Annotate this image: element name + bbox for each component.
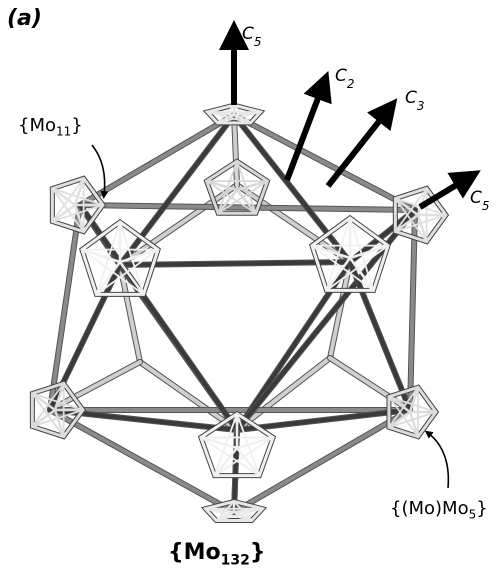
mo11-label: {Mo11} <box>18 115 83 139</box>
back-rod <box>120 185 237 265</box>
c3-axis-label: C3 <box>405 88 425 110</box>
pentagon-unit-upper-left-spoke <box>52 189 75 205</box>
mo11-unit-bottom-spoke <box>237 448 259 476</box>
c5-top-axis-label: C5 <box>242 24 262 46</box>
pentagon-unit-upper-left-spoke <box>52 205 75 221</box>
front-rod <box>120 115 234 265</box>
panel-label: (a) <box>7 6 42 31</box>
momo5-pointer <box>428 433 448 488</box>
back-rod <box>237 185 350 262</box>
c2-axis-arrow <box>287 85 323 180</box>
mo11-pointer <box>92 145 105 195</box>
c5-right-axis-label: C5 <box>470 188 490 210</box>
front-rod <box>234 115 350 262</box>
momo5-label: {(Mo)Mo5} <box>390 498 488 522</box>
pentagon-unit-lower-left-spoke <box>32 410 55 426</box>
c3-axis-arrow <box>328 110 388 186</box>
figure-title: {Mo132} <box>168 540 266 568</box>
c2-axis-label: C2 <box>335 66 355 88</box>
